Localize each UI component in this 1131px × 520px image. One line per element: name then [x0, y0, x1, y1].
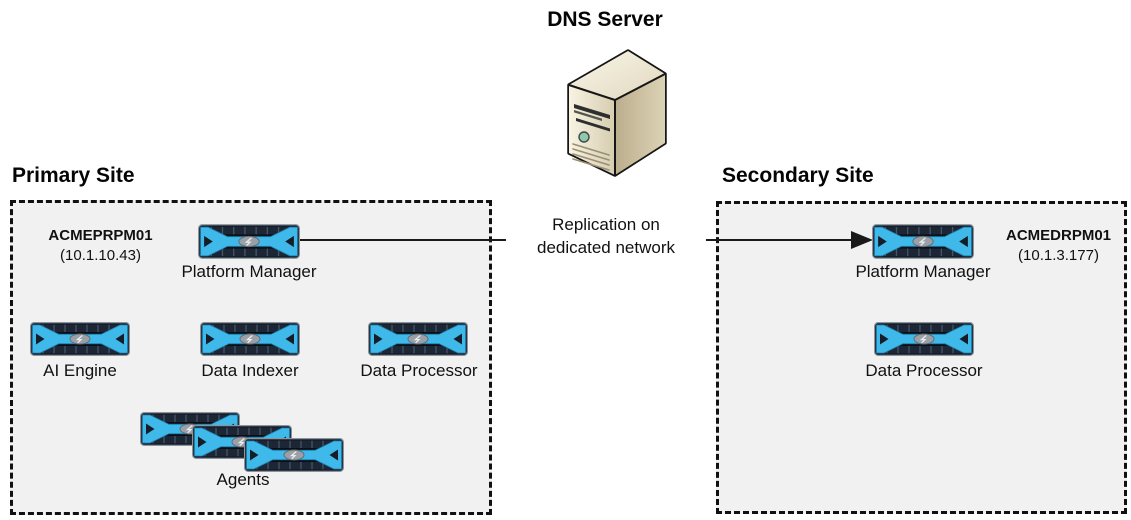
primary-host-block: ACMEPRPM01 (10.1.10.43) [28, 226, 173, 266]
primary-platform-manager-appliance-icon [198, 224, 300, 259]
primary-host-ip: (10.1.10.43) [60, 247, 141, 264]
data-indexer-label: Data Indexer [201, 361, 299, 380]
server-tower-icon [552, 40, 672, 190]
replication-label-line2: dedicated network [537, 238, 675, 257]
data-indexer-appliance-icon [200, 322, 300, 356]
agents-label: Agents [216, 470, 270, 489]
ai-engine-label: AI Engine [43, 361, 117, 380]
secondary-platform-manager-label: Platform Manager [855, 262, 991, 281]
dns-server-title: DNS Server [547, 8, 663, 31]
secondary-host-block: ACMEDRPM01 (10.1.3.177) [986, 226, 1131, 266]
primary-host-name: ACMEPRPM01 [48, 227, 153, 244]
primary-site-title: Primary Site [12, 164, 135, 187]
secondary-host-name: ACMEDRPM01 [1005, 227, 1111, 244]
primary-data-processor-label: Data Processor [360, 361, 478, 380]
primary-data-processor-appliance-icon [368, 322, 468, 356]
secondary-data-processor-label: Data Processor [865, 361, 983, 380]
primary-platform-manager-label: Platform Manager [181, 262, 317, 281]
replication-label: Replication on dedicated network [506, 212, 706, 260]
arrowhead-icon [851, 231, 873, 249]
secondary-site-title: Secondary Site [722, 164, 874, 187]
replication-label-line1: Replication on [552, 215, 660, 234]
secondary-host-ip: (10.1.3.177) [1018, 247, 1099, 264]
secondary-platform-manager-appliance-icon [872, 224, 974, 259]
secondary-data-processor-appliance-icon [874, 322, 974, 356]
ai-engine-appliance-icon [30, 322, 130, 356]
agent-appliance-icon-3 [244, 438, 344, 472]
